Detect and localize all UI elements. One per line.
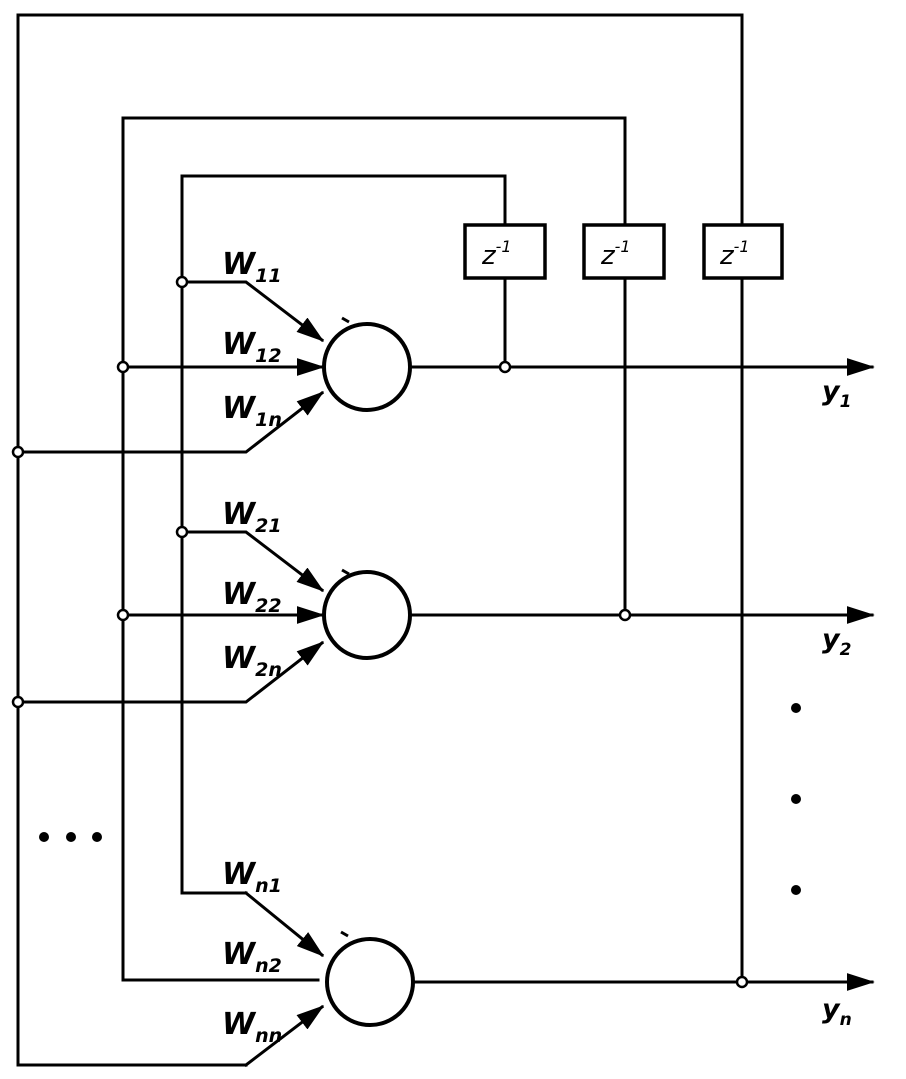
neuron-n [325, 930, 415, 1027]
neuron-1-inputs [16, 280, 325, 454]
weight-label-wn1: Wn1 [222, 857, 282, 897]
neuron-n-inputs [243, 890, 325, 1068]
junctions [11, 275, 749, 989]
weight-label-w21: W21 [222, 497, 282, 537]
delay-box-n: z-1 [702, 223, 784, 280]
weight-label-wn2: Wn2 [222, 937, 282, 977]
weight-label-wnn: Wnn [222, 1007, 282, 1047]
delay-box-2: z-1 [582, 223, 666, 280]
output-label-y2: y2 [822, 624, 851, 660]
neuron-1 [322, 316, 412, 412]
weight-label-w11: W11 [222, 247, 282, 287]
feedback-bus-1 [180, 174, 507, 895]
svg-text:z-1: z-1 [719, 237, 750, 271]
output-lines [408, 358, 875, 991]
feedback-bus-n [16, 13, 744, 1067]
horizontal-ellipsis [39, 832, 102, 842]
neuron-2-inputs [16, 530, 325, 704]
neuron-2 [322, 568, 412, 660]
output-label-y1: y1 [822, 376, 851, 412]
svg-text:z-1: z-1 [481, 237, 512, 271]
vertical-ellipsis [791, 703, 801, 895]
feedback-bus-2 [121, 116, 627, 982]
weight-label-w12: W12 [222, 327, 282, 367]
weight-label-w1n: W1n [222, 391, 282, 431]
output-label-yn: yn [822, 994, 852, 1030]
svg-text:z-1: z-1 [600, 237, 631, 271]
weight-label-w2n: W2n [222, 641, 282, 681]
weight-label-w22: W22 [222, 577, 282, 617]
delay-box-1: z-1 [463, 223, 547, 280]
